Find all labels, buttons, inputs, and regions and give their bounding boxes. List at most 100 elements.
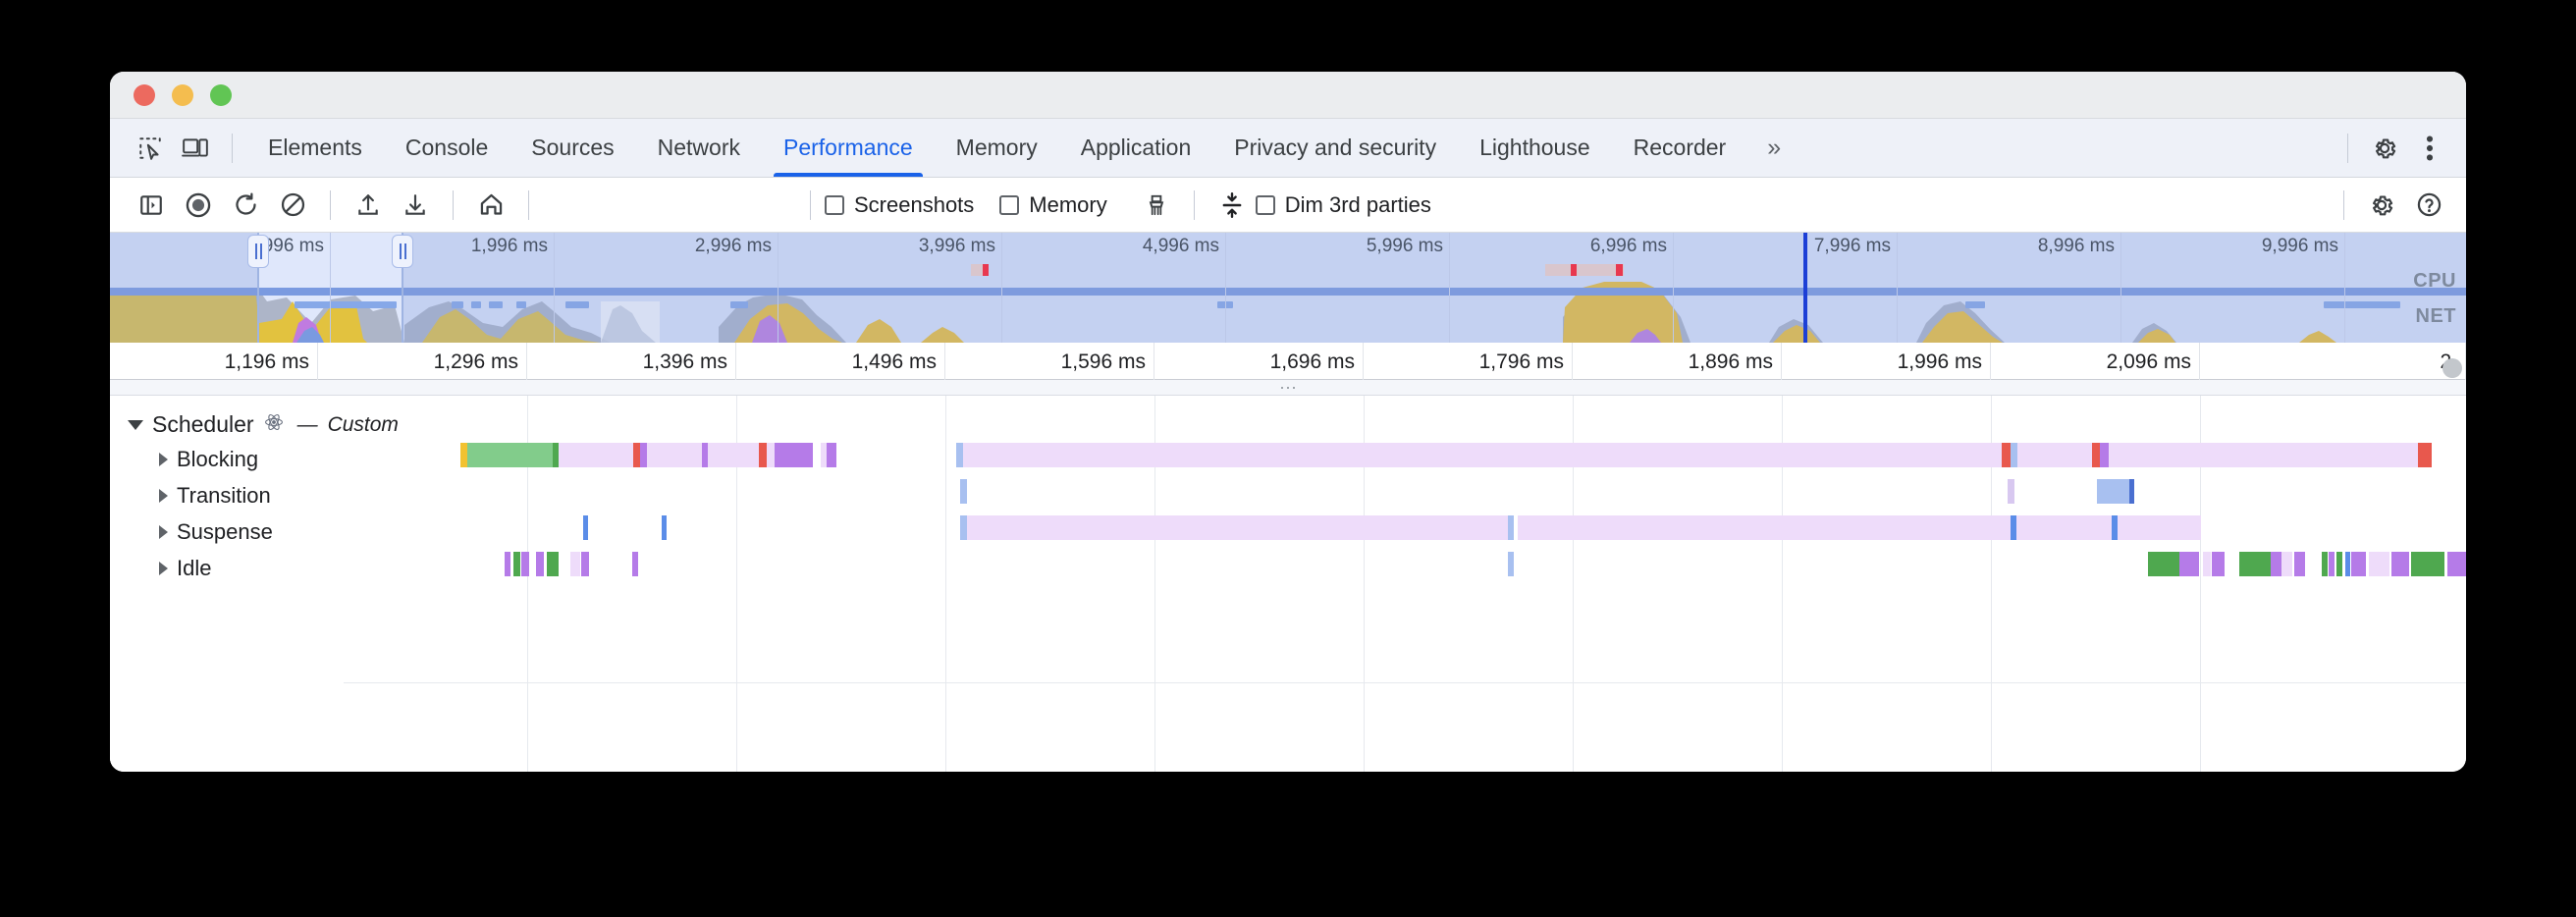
flame-event[interactable]	[2294, 552, 2305, 576]
timeline-scrollbar-thumb[interactable]	[2442, 358, 2462, 378]
inspect-element-icon[interactable]	[128, 127, 173, 170]
tab-network[interactable]: Network	[636, 119, 762, 177]
flame-event[interactable]	[2418, 443, 2426, 467]
flame-chart[interactable]: Scheduler — Custom Blocking Transition	[110, 396, 2466, 772]
flame-event[interactable]	[467, 443, 553, 467]
flame-event[interactable]	[631, 552, 639, 576]
track-transition[interactable]: Transition	[159, 483, 271, 509]
window-minimize-button[interactable]	[172, 83, 193, 106]
flame-event[interactable]	[646, 443, 702, 467]
panel-resize-handle[interactable]: ⋯	[110, 379, 2466, 397]
flame-event[interactable]	[569, 552, 580, 576]
flame-event[interactable]	[2446, 552, 2466, 576]
flame-event[interactable]	[2010, 515, 2017, 540]
flame-event[interactable]	[2112, 515, 2118, 540]
flame-event[interactable]	[2336, 552, 2342, 576]
tab-recorder[interactable]: Recorder	[1612, 119, 1748, 177]
track-row-idle[interactable]	[110, 552, 2466, 576]
flame-event[interactable]	[552, 443, 560, 467]
flame-event[interactable]	[2148, 552, 2180, 576]
settings-gear-icon[interactable]	[2362, 127, 2407, 170]
overview-window-right-handle[interactable]	[392, 235, 413, 268]
flame-event[interactable]	[956, 443, 963, 467]
flame-event[interactable]	[2008, 479, 2014, 504]
flame-event[interactable]	[2271, 552, 2282, 576]
flame-event[interactable]	[2017, 443, 2092, 467]
overview-window-left-edge[interactable]	[257, 233, 259, 343]
track-row-suspense[interactable]	[110, 515, 2466, 540]
flame-event[interactable]	[2391, 552, 2409, 576]
flame-event[interactable]	[2128, 479, 2134, 504]
tab-memory[interactable]: Memory	[935, 119, 1059, 177]
flame-event[interactable]	[1507, 515, 1515, 540]
flame-event[interactable]	[2091, 443, 2101, 467]
flame-event[interactable]	[559, 443, 633, 467]
flame-event[interactable]	[960, 479, 967, 504]
flame-event[interactable]	[521, 552, 529, 576]
flame-event[interactable]	[2410, 552, 2445, 576]
flame-event[interactable]	[2322, 552, 2328, 576]
flame-event[interactable]	[827, 443, 837, 467]
more-options-kebab-icon[interactable]	[2407, 127, 2452, 170]
load-profile-icon[interactable]	[345, 185, 392, 226]
flame-event[interactable]	[2211, 552, 2225, 576]
flame-event[interactable]	[2097, 479, 2129, 504]
garbage-collect-icon[interactable]	[1133, 185, 1180, 226]
flame-event[interactable]	[2351, 552, 2367, 576]
flame-event[interactable]	[1507, 552, 1515, 576]
track-row-blocking[interactable]	[110, 443, 2466, 467]
flame-event[interactable]	[536, 552, 544, 576]
dim-3rd-parties-checkbox[interactable]: Dim 3rd parties	[1255, 192, 1431, 218]
flame-event[interactable]	[2368, 552, 2390, 576]
flame-event[interactable]	[2109, 443, 2419, 467]
tab-console[interactable]: Console	[384, 119, 510, 177]
flame-event[interactable]	[632, 443, 641, 467]
window-zoom-button[interactable]	[210, 83, 232, 106]
flame-event[interactable]	[2238, 552, 2272, 576]
tab-sources[interactable]: Sources	[510, 119, 635, 177]
flame-event[interactable]	[580, 552, 590, 576]
help-icon[interactable]	[2405, 185, 2452, 226]
expand-collapse-icon[interactable]	[1208, 185, 1256, 226]
flame-event[interactable]	[759, 443, 767, 467]
flame-event[interactable]	[661, 515, 668, 540]
window-close-button[interactable]	[134, 83, 155, 106]
track-row-transition[interactable]	[110, 479, 2466, 504]
detail-timeline-ruler[interactable]: 1,196 ms 1,296 ms 1,396 ms 1,496 ms 1,59…	[110, 343, 2466, 380]
home-icon[interactable]	[467, 185, 514, 226]
screenshots-checkbox[interactable]: Screenshots	[825, 192, 974, 218]
flame-event[interactable]	[2100, 443, 2110, 467]
flame-event[interactable]	[708, 443, 760, 467]
flame-event[interactable]	[640, 443, 647, 467]
memory-checkbox[interactable]: Memory	[999, 192, 1107, 218]
capture-settings-gear-icon[interactable]	[2358, 185, 2405, 226]
overview-window-right-edge[interactable]	[402, 233, 403, 343]
flame-event[interactable]	[2425, 443, 2433, 467]
more-tabs-chevron-icon[interactable]: »	[1767, 134, 1781, 161]
flame-event[interactable]	[2001, 443, 2011, 467]
flame-event[interactable]	[2344, 552, 2351, 576]
toggle-sidebar-icon[interactable]	[128, 185, 175, 226]
flame-event[interactable]	[2010, 443, 2018, 467]
clear-recording-icon[interactable]	[269, 185, 316, 226]
tab-application[interactable]: Application	[1059, 119, 1213, 177]
flame-event[interactable]	[512, 552, 521, 576]
track-idle[interactable]: Idle	[159, 556, 211, 581]
tab-lighthouse[interactable]: Lighthouse	[1458, 119, 1612, 177]
flame-event[interactable]	[2328, 552, 2335, 576]
track-suspense[interactable]: Suspense	[159, 519, 273, 545]
flame-event[interactable]	[2179, 552, 2199, 576]
flame-event[interactable]	[966, 515, 1508, 540]
track-group-scheduler[interactable]: Scheduler — Custom	[128, 411, 399, 438]
flame-event[interactable]	[2281, 552, 2292, 576]
flame-event[interactable]	[775, 443, 814, 467]
flame-event[interactable]	[766, 443, 776, 467]
timeline-overview[interactable]: 996 ms 1,996 ms 2,996 ms 3,996 ms 4,996 …	[110, 233, 2466, 343]
reload-and-record-icon[interactable]	[222, 185, 269, 226]
flame-event[interactable]	[820, 443, 828, 467]
flame-event[interactable]	[960, 515, 967, 540]
flame-event[interactable]	[547, 552, 560, 576]
flame-event[interactable]	[1518, 515, 2201, 540]
flame-event[interactable]	[2203, 552, 2211, 576]
flame-event[interactable]	[582, 515, 589, 540]
